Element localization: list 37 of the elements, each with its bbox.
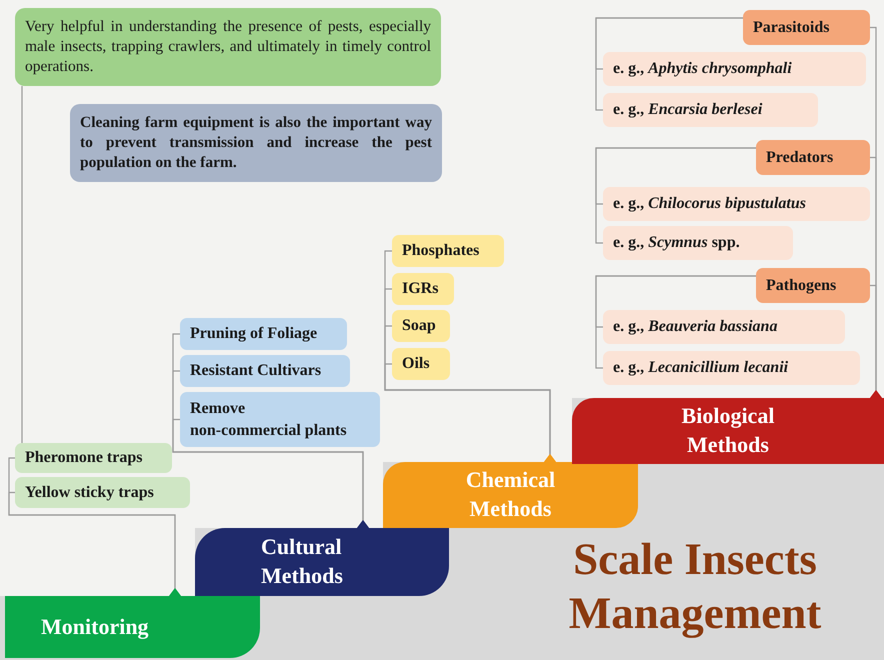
method-label: Biological Methods [680,402,776,459]
item-tag: Resistant Cultivars [180,355,350,387]
item-tag: e. g., Chilocorus bipustulatus [603,187,870,221]
item-tag: Oils [392,348,450,380]
item-tag: IGRs [392,273,454,305]
connector-line [595,17,743,111]
item-tag: Parasitoids [743,10,870,45]
item-tag: Yellow sticky traps [15,477,190,508]
note-box: Very helpful in understanding the presence of pests, especially male insects, trapping crawlers, and ultimately in timely control operations. [15,8,441,86]
item-tag: Soap [392,310,450,342]
item-tag: Pheromone traps [15,443,172,473]
method-step-block [572,398,884,464]
connector-line [21,86,23,443]
note-box: Cleaning farm equipment is also the important way to prevent transmission and increase the pest population on the farm. [70,104,442,182]
connector-line [172,418,369,528]
method-step-block [195,528,449,596]
item-tag: Phosphates [392,235,504,267]
connector-line [870,284,882,398]
connector-line [384,363,556,462]
item-tag: Pruning of Foliage [180,318,347,350]
method-label: Monitoring [41,612,150,641]
connector-line [595,275,756,369]
method-label: Cultural Methods [261,533,344,590]
item-tag: Predators [756,140,870,175]
item-tag: e. g., Scymnus spp. [603,226,793,260]
method-step-block [383,462,638,528]
item-tag: e. g., Lecanicillium lecanii [603,351,860,385]
connector-line [8,492,181,596]
diagram-title: Scale Insects Management [568,533,822,640]
item-tag: Remove non-commercial plants [180,392,380,447]
item-tag: e. g., Beauveria bassiana [603,310,845,344]
item-tag: e. g., Encarsia berlesei [603,93,818,127]
item-tag: Pathogens [756,268,870,303]
connector-line [595,147,756,244]
method-step-block [5,596,260,658]
method-label: Chemical Methods [464,466,556,523]
item-tag: e. g., Aphytis chrysomphali [603,52,866,86]
